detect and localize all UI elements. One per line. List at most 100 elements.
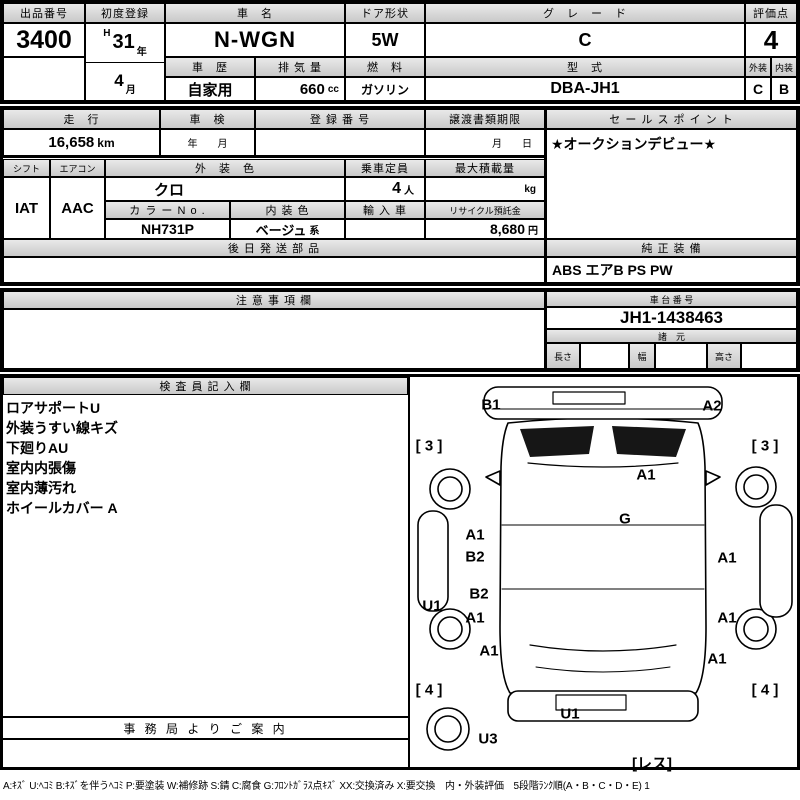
first-reg-label: 初度登録 [85, 3, 165, 23]
front-bumper [483, 386, 723, 420]
interior-color-name: ベージュ [255, 222, 307, 238]
damage-marker: [ 3 ] [751, 437, 779, 455]
inspector-note-line: 下廻りAU [6, 440, 69, 456]
interior-color-value: ベージュ 系 [230, 219, 345, 239]
month-unit: 月 [125, 85, 136, 96]
damage-marker: B2 [469, 585, 489, 603]
inspector-note-line: ホイールカバー A [6, 500, 118, 516]
damage-marker: U3 [478, 730, 498, 748]
damage-marker: A1 [465, 526, 485, 544]
shift-value: IAT [3, 177, 50, 239]
later-parts-label: 後 日 発 送 部 品 [3, 239, 545, 257]
model-code-value: DBA-JH1 [425, 77, 745, 101]
damage-marker: [ 3 ] [415, 437, 443, 455]
windshield-right [612, 426, 686, 457]
inspection-block-frame [0, 374, 800, 770]
spare-tire [426, 707, 470, 751]
displacement-number: 660 [299, 80, 325, 98]
damage-marker: B2 [465, 548, 485, 566]
left-mirror [485, 470, 501, 486]
car-body-outline [499, 417, 707, 694]
right-side-panel [759, 504, 793, 618]
exterior-score-label: 外装 [745, 57, 771, 77]
damage-marker: U1 [422, 597, 442, 615]
mileage-label: 走 行 [3, 109, 160, 129]
car-name-label: 車 名 [165, 3, 345, 23]
left-side-panel [417, 510, 449, 612]
displacement-value: 660 cc [255, 77, 345, 101]
auction-no-value: 3400 [3, 23, 85, 57]
length-label: 長さ [546, 343, 580, 369]
inspector-notes-label: 検 査 員 記 入 欄 [3, 377, 408, 395]
office-info-bar: 事 務 局 よ り ご 案 内 [3, 716, 408, 740]
dimensions-label: 諸 元 [546, 329, 797, 343]
inspection-label: 車 検 [160, 109, 255, 129]
divider [544, 106, 546, 286]
payload-unit: kg [524, 183, 536, 195]
damage-marker: A1 [465, 609, 485, 627]
divider [408, 374, 410, 770]
damage-marker: G [619, 510, 631, 528]
width-value [655, 343, 707, 369]
sales-point-label: セ ー ル ス ポ イ ン ト [546, 109, 797, 129]
color-no-value: NH731P [105, 219, 230, 239]
interior-score-label: 内装 [771, 57, 797, 77]
height-label: 高さ [707, 343, 741, 369]
first-reg-year: 31 [112, 31, 135, 54]
damage-marker: A1 [717, 609, 737, 627]
interior-color-label: 内 装 色 [230, 201, 345, 219]
aircon-value: AAC [50, 177, 105, 239]
caution-label: 注 意 事 項 欄 [3, 291, 545, 309]
exterior-score-value: C [745, 77, 771, 101]
auction-no-blank-cell [3, 57, 85, 101]
shift-label: シフト [3, 159, 50, 177]
score-value: 4 [745, 23, 797, 57]
mileage-value: 16,658 km [3, 129, 160, 156]
recycle-unit: 円 [528, 225, 538, 237]
registration-block-frame [0, 106, 800, 286]
color-no-label: カ ラ ー N o . [105, 201, 230, 219]
chassis-no-value: JH1-1438463 [546, 307, 797, 329]
damage-marker: B1 [481, 396, 501, 414]
damage-marker: A1 [707, 650, 727, 668]
header-block-frame [0, 0, 800, 104]
car-name-value: N-WGN [165, 23, 345, 57]
rear-plate [555, 694, 627, 711]
grade-label: グ レ ー ド [425, 3, 745, 23]
door-shape-value: 5W [345, 23, 425, 57]
damage-marker: [ 4 ] [415, 681, 443, 699]
recycle-deposit-value: 8,680 円 [425, 219, 545, 239]
exterior-color-label: 外 装 色 [105, 159, 345, 177]
inspector-note-line: 室内内張傷 [6, 460, 76, 476]
rear-left-wheel [429, 608, 471, 650]
damage-marker: A2 [702, 397, 722, 415]
year-unit: 年 [136, 46, 147, 58]
damage-marker: A1 [479, 642, 499, 660]
interior-score-value: B [771, 77, 797, 101]
inspector-note-line: 室内薄汚れ [6, 480, 76, 496]
exterior-color-value: クロ [105, 177, 345, 201]
score-label: 評価点 [745, 3, 797, 23]
capacity-number: 4 [392, 180, 401, 197]
model-code-label: 型 式 [425, 57, 745, 77]
damage-marker: A1 [636, 466, 656, 484]
damage-code-legend: A:ｷｽﾞ U:ﾍｺﾐ B:ｷｽﾞを伴うﾍｺﾐ P:要塗装 W:補修跡 S:錆 … [3, 781, 650, 792]
rear-right-wheel [735, 608, 777, 650]
aircon-label: エアコン [50, 159, 105, 177]
capacity-value: 4 人 [345, 177, 425, 201]
history-value: 自家用 [165, 77, 255, 101]
history-label: 車 歴 [165, 57, 255, 77]
recycle-deposit-label: リサイクル預託金 [425, 201, 545, 219]
caution-value [3, 309, 545, 369]
car-top-view-illustration [417, 386, 793, 751]
damage-marker: [ 4 ] [751, 681, 779, 699]
capacity-unit: 人 [404, 185, 414, 197]
inspector-note-line: ロアサポートU [6, 400, 101, 416]
first-reg-year-row: H 31 年 [86, 24, 164, 62]
import-value [345, 219, 425, 239]
divider [544, 288, 546, 372]
divider [0, 156, 546, 158]
